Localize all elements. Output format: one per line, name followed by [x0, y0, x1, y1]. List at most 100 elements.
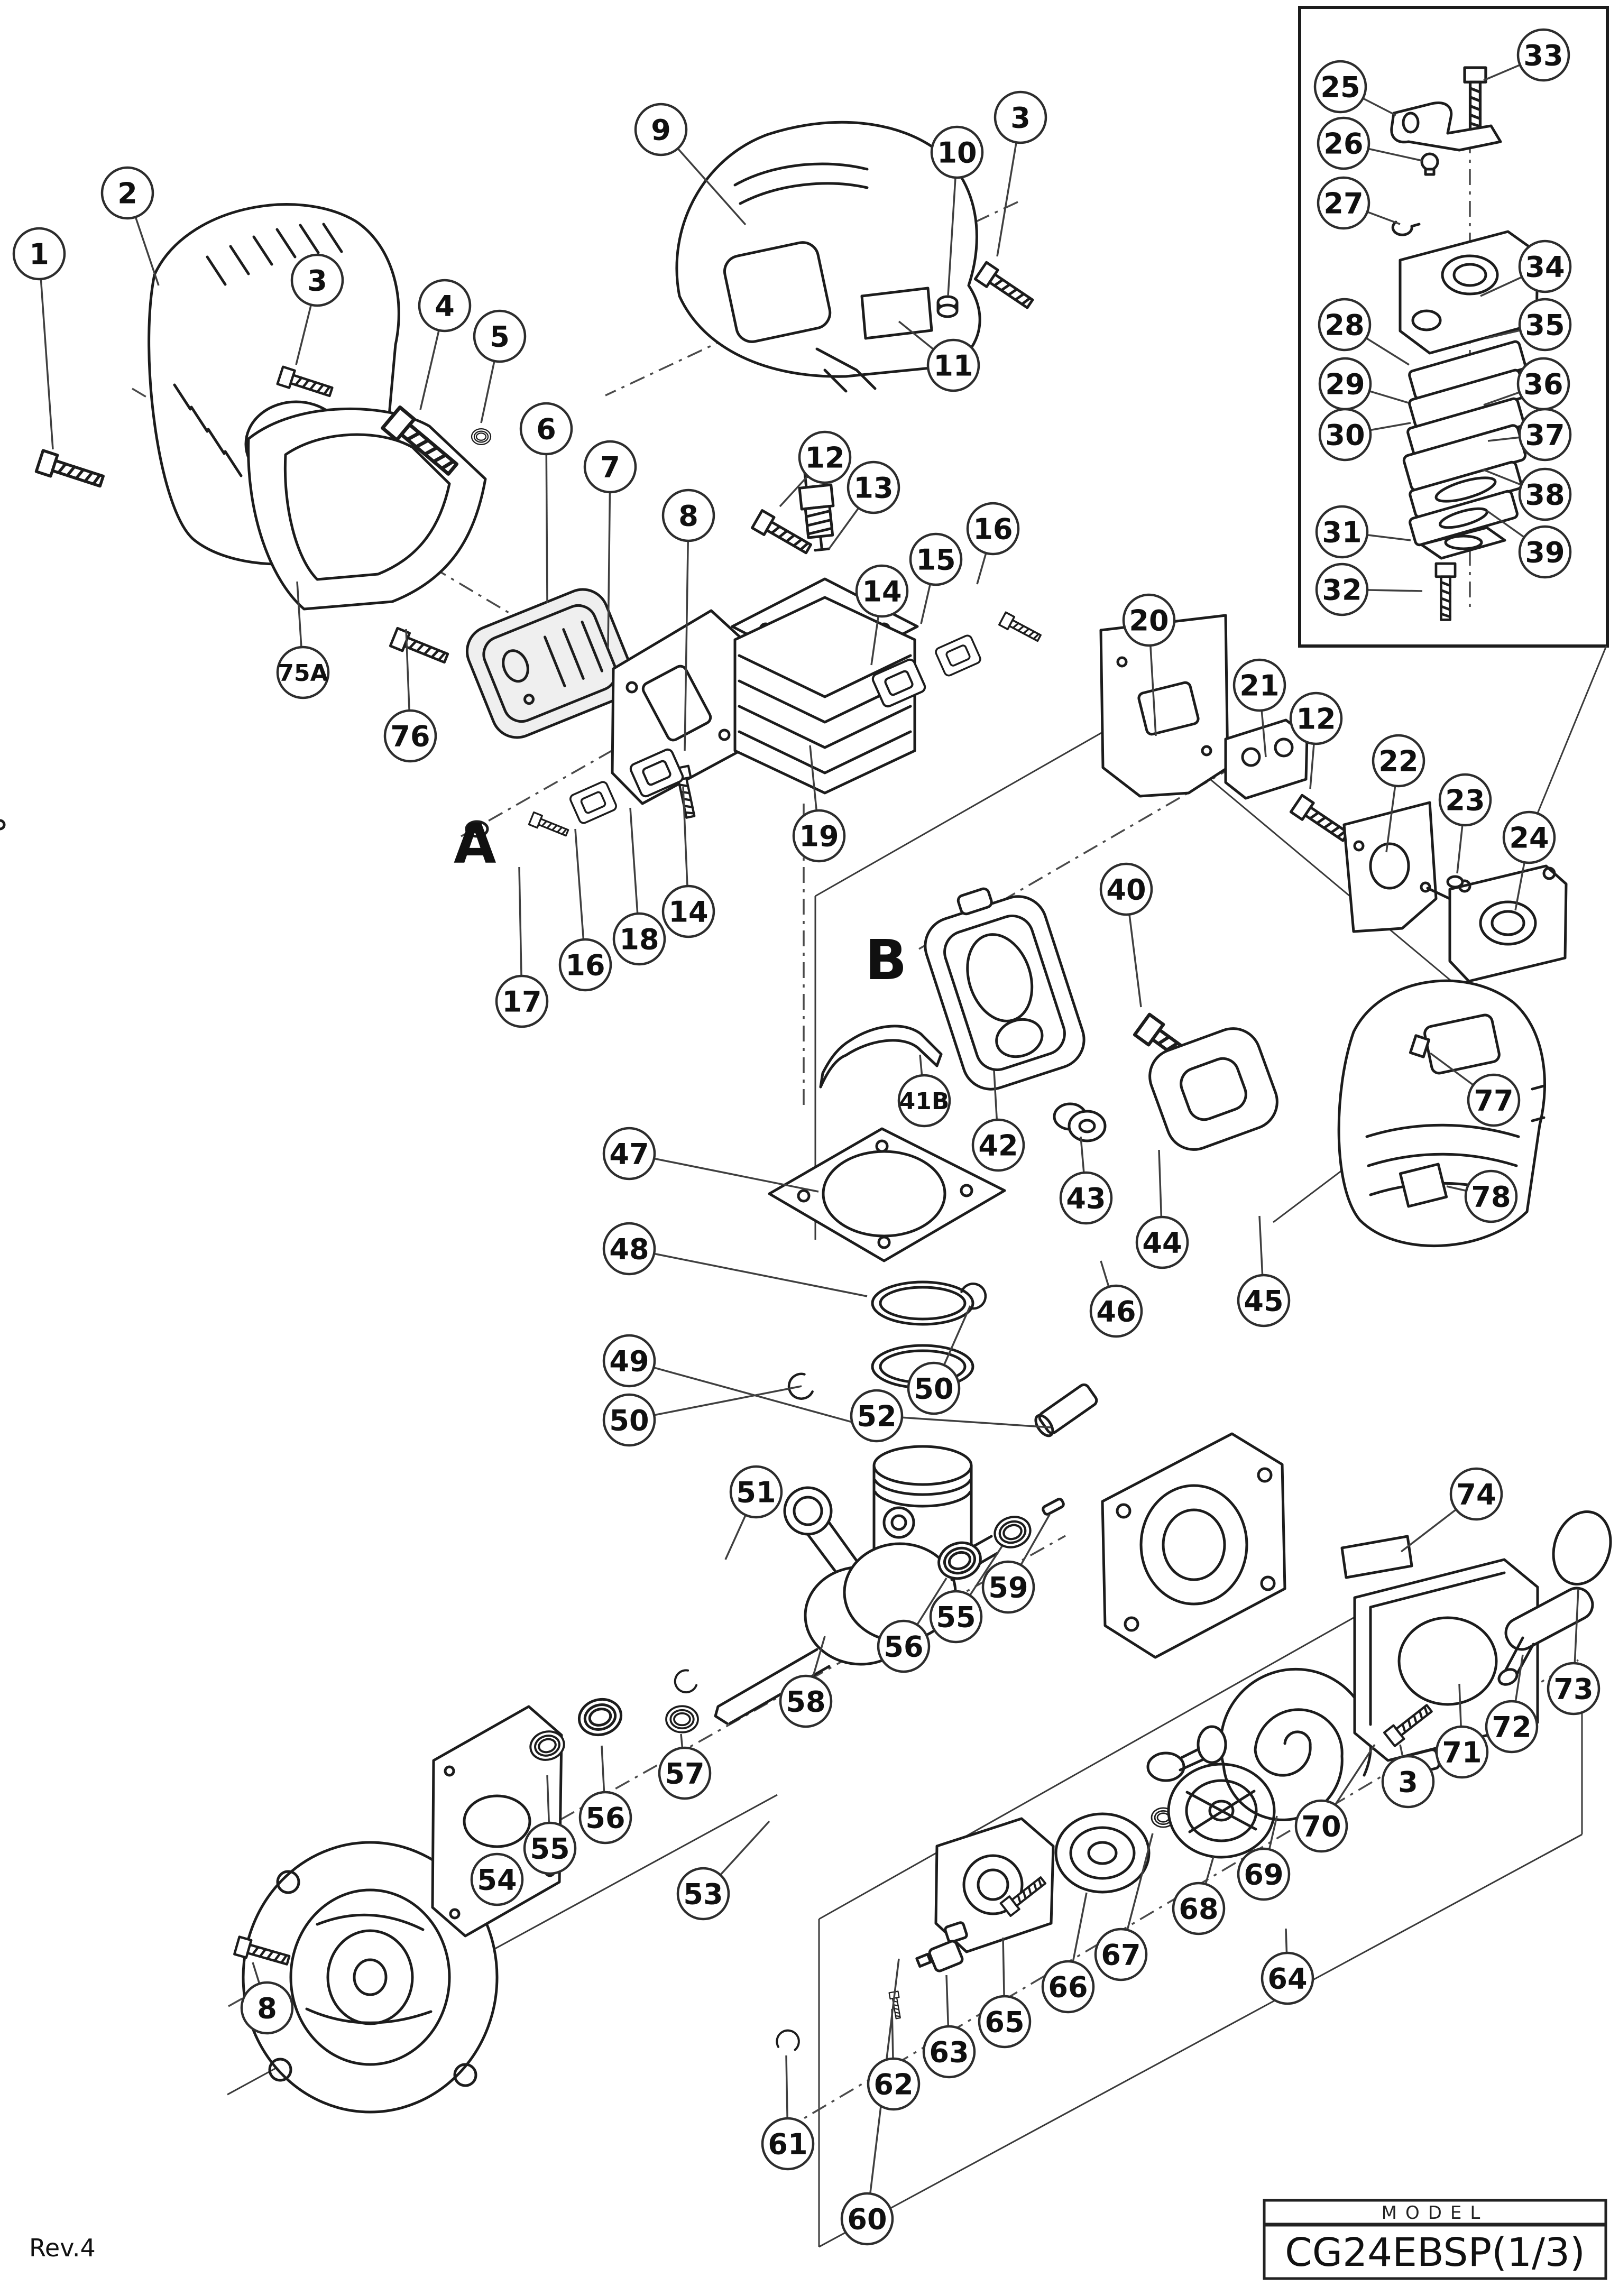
balloon-13	[847, 460, 900, 514]
balloon-32	[1315, 563, 1369, 616]
balloon-55	[929, 1590, 983, 1644]
balloon-24	[1502, 810, 1556, 864]
model-number: CG24EBSP(1/3)	[1285, 2230, 1585, 2275]
balloon-label-76: 76	[390, 720, 430, 753]
bolt-part-1	[36, 450, 105, 492]
balloon-72	[1485, 1700, 1539, 1754]
balloon-label-77: 77	[1474, 1084, 1513, 1117]
balloon-label-8: 8	[678, 499, 698, 532]
balloon-56	[877, 1619, 931, 1673]
balloon-label-33: 33	[1523, 39, 1563, 72]
balloon-label-67: 67	[1101, 1938, 1140, 1971]
balloon-label-55: 55	[530, 1832, 569, 1865]
bolt-part-12a	[752, 511, 814, 558]
balloon-25	[1313, 60, 1367, 114]
balloon-55	[523, 1821, 577, 1875]
balloon-label-52: 52	[857, 1399, 896, 1433]
carburetor-part-24	[1420, 864, 1568, 983]
balloon-15	[909, 532, 963, 586]
balloon-label-12: 12	[805, 441, 844, 474]
balloon-38	[1518, 467, 1572, 521]
balloon-76	[383, 709, 437, 763]
balloon-6	[519, 402, 573, 456]
balloon-7	[583, 440, 637, 494]
balloon-label-55: 55	[936, 1600, 976, 1634]
starter-pulley-part-68	[1167, 1763, 1276, 1859]
balloon-44	[1135, 1215, 1189, 1269]
balloon-58	[779, 1674, 833, 1728]
balloon-label-68: 68	[1179, 1892, 1218, 1925]
balloon-63	[922, 2025, 976, 2079]
balloon-label-49: 49	[609, 1344, 649, 1378]
balloon-label-42: 42	[978, 1129, 1018, 1162]
balloon-4	[418, 279, 472, 333]
balloon-31	[1315, 505, 1369, 559]
balloon-37	[1518, 408, 1572, 462]
leader-line-47	[629, 1152, 819, 1193]
balloon-label-41B: 41B	[899, 1088, 950, 1115]
balloon-label-30: 30	[1325, 418, 1365, 451]
balloon-28	[1318, 298, 1372, 352]
balloon-30	[1318, 408, 1372, 462]
balloon-73	[1547, 1662, 1600, 1716]
crankcase-half-part	[1101, 1432, 1286, 1659]
balloon-label-25: 25	[1320, 70, 1360, 104]
balloon-68	[1172, 1882, 1226, 1935]
balloon-67	[1094, 1928, 1148, 1981]
clutch-hub-part-64	[1146, 1725, 1227, 1782]
balloon-label-63: 63	[929, 2035, 969, 2069]
balloon-34	[1518, 239, 1572, 293]
balloon-53	[676, 1867, 730, 1921]
balloon-label-4: 4	[435, 289, 455, 322]
screw-part-32	[1436, 564, 1455, 620]
balloon-label-69: 69	[1244, 1858, 1283, 1891]
balloon-75A	[276, 646, 330, 699]
screw-part-33	[1465, 68, 1486, 130]
view-marker-A: A	[454, 812, 496, 876]
balloon-label-48: 48	[609, 1232, 649, 1266]
balloon-label-39: 39	[1525, 536, 1565, 569]
bearing-part-55a	[991, 1513, 1034, 1552]
revision-label: Rev.4	[29, 2234, 96, 2262]
model-box-header: MODEL	[1382, 2202, 1489, 2224]
balloon-5	[473, 309, 527, 363]
balloon-3	[290, 253, 344, 307]
leader-line-7	[607, 466, 611, 648]
balloon-label-8: 8	[257, 1991, 277, 2025]
balloon-12	[798, 430, 852, 484]
piston-pin-part-52	[1034, 1383, 1098, 1437]
balloon-17	[495, 974, 549, 1028]
balloon-14	[855, 564, 909, 618]
baffle-plate-part-20	[1099, 614, 1229, 798]
balloon-label-56: 56	[585, 1801, 625, 1834]
insulator-block-part-21	[1224, 718, 1309, 800]
clip-part-77	[1409, 1034, 1431, 1058]
balloon-label-61: 61	[768, 2127, 807, 2161]
balloon-label-53: 53	[683, 1877, 723, 1911]
balloon-label-14: 14	[862, 575, 902, 608]
balloon-label-54: 54	[477, 1863, 517, 1896]
balloon-60	[840, 2192, 894, 2246]
balloon-label-14: 14	[668, 895, 708, 928]
carburetor-detail-inset-box	[1298, 6, 1609, 648]
balloon-43	[1059, 1171, 1113, 1225]
balloon-label-64: 64	[1267, 1962, 1307, 1995]
balloon-48	[602, 1222, 656, 1276]
label-plate-part-11	[860, 287, 933, 340]
balloon-label-62: 62	[873, 2068, 913, 2101]
balloon-56	[578, 1791, 632, 1845]
rewind-spring-part-69	[1219, 1667, 1373, 1821]
balloon-2	[100, 166, 154, 220]
balloon-label-58: 58	[786, 1685, 825, 1718]
balloon-label-10: 10	[937, 136, 977, 169]
balloon-label-72: 72	[1492, 1710, 1531, 1744]
balloon-50	[602, 1393, 656, 1447]
balloon-14	[661, 884, 715, 938]
balloon-62	[867, 2057, 921, 2111]
balloon-23	[1438, 773, 1492, 827]
balloon-50	[907, 1361, 961, 1415]
balloon-label-70: 70	[1301, 1810, 1341, 1843]
leader-line-48	[629, 1248, 868, 1297]
leader-line-1	[38, 253, 54, 450]
balloon-11	[926, 338, 980, 392]
